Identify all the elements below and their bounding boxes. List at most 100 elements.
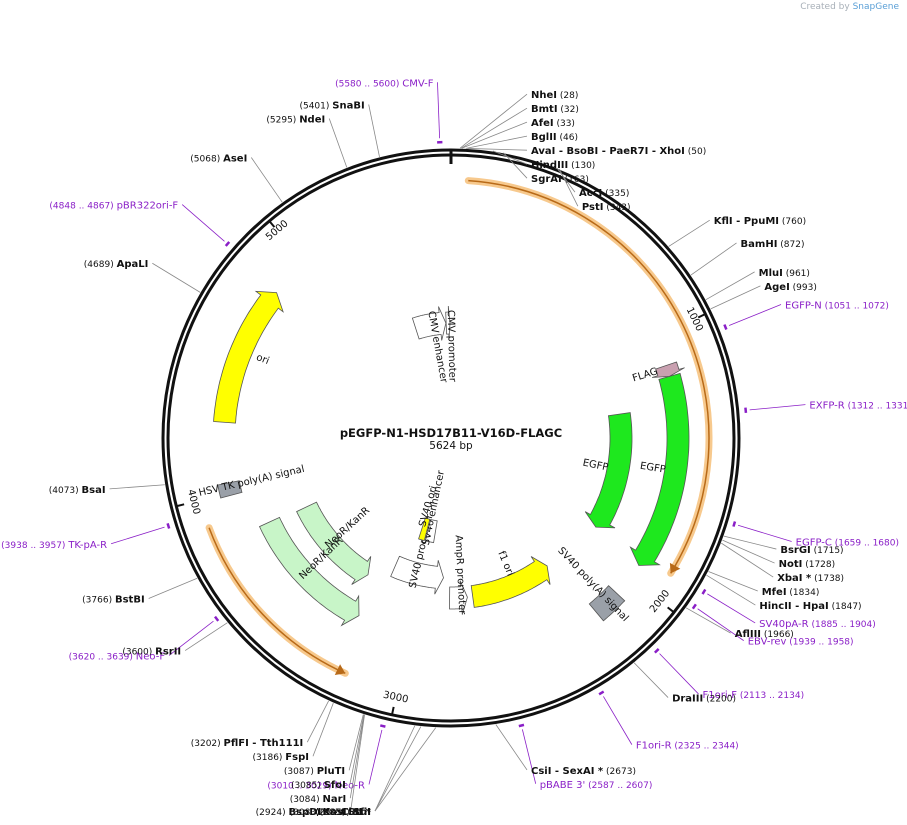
site-pos-psti-343: (343) — [603, 203, 630, 213]
primer-leader-egfp-n — [728, 304, 782, 326]
primer-label-pbr322ori-f: (4848 .. 4867) pBR322ori-F — [49, 201, 178, 212]
site-label-apali-4689: (4689) ApaLI — [84, 259, 149, 270]
site-label-bamhi-872: BamHI (872) — [741, 239, 805, 250]
primer-name-pbabe-3: pBABE 3' — [540, 780, 586, 791]
primer-leader-neo-r — [368, 729, 383, 785]
site-name-hindiii-130: HindIII — [531, 160, 568, 171]
site-label-pluti-3087: (3087) PluTI — [284, 766, 345, 777]
site-leader-hindiii-130 — [492, 150, 528, 165]
primer-leader-neo-f — [168, 620, 214, 656]
feature-egfp-outer — [629, 372, 690, 566]
feature-label-egfp-outer: EGFP — [639, 461, 666, 476]
primer-pbabe-3 — [518, 723, 525, 728]
primer-leader-exfp-r — [749, 404, 806, 411]
site-leader-mfei-1834 — [708, 571, 758, 592]
primer-label-neo-r: (3010 .. 3029) Neo-R — [267, 780, 365, 791]
site-name-sgrai-163: SgrAI — [531, 174, 562, 185]
site-label-rsrii-3600: (3600) RsrII — [122, 647, 181, 658]
site-label-ndei-5295: (5295) NdeI — [266, 114, 325, 125]
site-name-noti-1728: NotI — [779, 559, 803, 570]
site-pos-stui-2905: (2905) — [315, 808, 348, 818]
site-leader-xbai-1738 — [721, 542, 774, 578]
site-pos-bspdi-clai-2924: (2924) — [256, 808, 289, 818]
feature-label-flag: FLAG — [631, 366, 659, 384]
tick-4000 — [176, 503, 185, 508]
site-leader-avai-bsobi-paer7i-xhoi-50 — [467, 148, 528, 151]
primer-label-cmv-f: (5580 .. 5600) CMV-F — [335, 78, 434, 89]
site-leader-pluti-3087 — [348, 714, 364, 771]
site-name-afliii-1966: AflIII — [735, 629, 761, 640]
site-leader-bglii-46 — [465, 135, 528, 149]
site-pos-agei-993: (993) — [790, 283, 817, 293]
site-name-asei-5068: AseI — [223, 154, 247, 165]
feature-label-ampr-promoter: AmpR promoter — [453, 535, 468, 616]
site-leader-pflfi-tth111i-3202 — [306, 700, 329, 743]
site-label-noti-1728: NotI (1728) — [779, 559, 836, 570]
primer-neo-f — [214, 615, 220, 622]
primer-leader-sv40pa-r — [707, 593, 756, 624]
site-name-apali-4689: ApaLI — [117, 259, 149, 270]
orf-arrowhead-0 — [669, 562, 681, 574]
site-leader-nari-3084 — [349, 714, 365, 799]
primer-range-pbabe-3: (2587 .. 2607) — [585, 781, 652, 791]
site-label-bstbi-3766: (3766) BstBI — [82, 594, 145, 605]
primer-sv40pa-r — [701, 588, 707, 595]
site-name-pflfi-tth111i-3202: PflFI - Tth111I — [224, 738, 304, 749]
site-label-bglii-46: BglII (46) — [531, 132, 578, 143]
site-pos-kfli-ppumi-760: (760) — [779, 217, 806, 227]
site-pos-acci-335: (335) — [602, 189, 629, 199]
site-label-draiii-2200: DraIII (2200) — [672, 694, 736, 705]
feature-hsv-tk-polya — [217, 480, 243, 499]
primer-label-tk-pa-r: (3938 .. 3957) TK-pA-R — [1, 540, 107, 551]
feature-sv40-promoter — [390, 555, 444, 595]
primer-egfp-n — [723, 324, 728, 330]
feature-f1-ori — [470, 556, 551, 608]
primer-range-cmv-f: (5580 .. 5600) — [335, 79, 402, 89]
site-pos-sfoi-3085: (3085) — [291, 781, 324, 791]
watermark-brand: SnapGene — [852, 2, 899, 12]
site-name-psti-343: PstI — [582, 202, 604, 213]
site-pos-bsai-4073: (4073) — [49, 486, 82, 496]
site-pos-pflfi-tth111i-3202: (3202) — [191, 739, 224, 749]
site-pos-afei-33: (33) — [554, 119, 575, 129]
site-label-hincii-hpai-1847: HincII - HpaI (1847) — [759, 601, 861, 612]
primer-range-ebv-rev: (1939 .. 1958) — [786, 638, 853, 648]
primer-label-f1ori-r: F1ori-R (2325 .. 2344) — [636, 741, 739, 752]
site-pos-noti-1728: (1728) — [802, 560, 835, 570]
site-pos-bglii-46: (46) — [557, 133, 578, 143]
site-leader-snabi-5401 — [368, 104, 380, 158]
primer-name-cmv-f: CMV-F — [402, 78, 433, 89]
site-leader-apali-4689 — [152, 262, 201, 293]
primer-leader-tk-pa-r — [110, 526, 165, 545]
site-name-bmti-32: BmtI — [531, 104, 558, 115]
plasmid-length: 5624 bp — [429, 440, 473, 452]
site-leader-sfii-2859 — [374, 727, 437, 812]
site-name-fspi-3186: FspI — [285, 752, 309, 763]
site-pos-asei-5068: (5068) — [190, 155, 223, 165]
site-name-acci-335: AccI — [579, 188, 602, 199]
primer-leader-cmv-f — [437, 82, 441, 139]
feature-cmv-promoter — [445, 305, 451, 341]
site-pos-afliii-1966: (1966) — [761, 630, 794, 640]
site-pos-kasi-3083: (3083) — [290, 808, 323, 818]
site-name-stui-2905: StuI — [348, 807, 371, 818]
site-name-hincii-hpai-1847: HincII - HpaI — [759, 601, 828, 612]
site-leader-agei-993 — [710, 285, 761, 310]
site-leader-csii-sexai-2673 — [495, 724, 528, 771]
primer-range-f1ori-r: (2325 .. 2344) — [672, 742, 739, 752]
watermark-prefix: Created by — [800, 2, 850, 12]
site-name-kfli-ppumi-760: KflI - PpuMI — [714, 216, 779, 227]
site-leader-noti-1728 — [722, 539, 775, 564]
tick-2000 — [667, 606, 675, 614]
feature-label-hsv-tk-polya: HSV TK poly(A) signal — [198, 464, 306, 499]
site-leader-afliii-1966 — [685, 607, 731, 634]
site-pos-avai-bsobi-paer7i-xhoi-50: (50) — [685, 147, 706, 157]
site-leader-draiii-2200 — [633, 662, 669, 698]
site-name-bsai-4073: BsaI — [82, 485, 106, 496]
site-leader-stui-2905 — [374, 726, 422, 812]
site-label-agei-993: AgeI (993) — [764, 282, 816, 293]
site-leader-afei-33 — [461, 121, 528, 149]
site-label-mlui-961: MluI (961) — [759, 268, 810, 279]
feature-label-f1-ori: f1 ori — [495, 550, 515, 578]
primer-egfp-c — [732, 521, 737, 527]
